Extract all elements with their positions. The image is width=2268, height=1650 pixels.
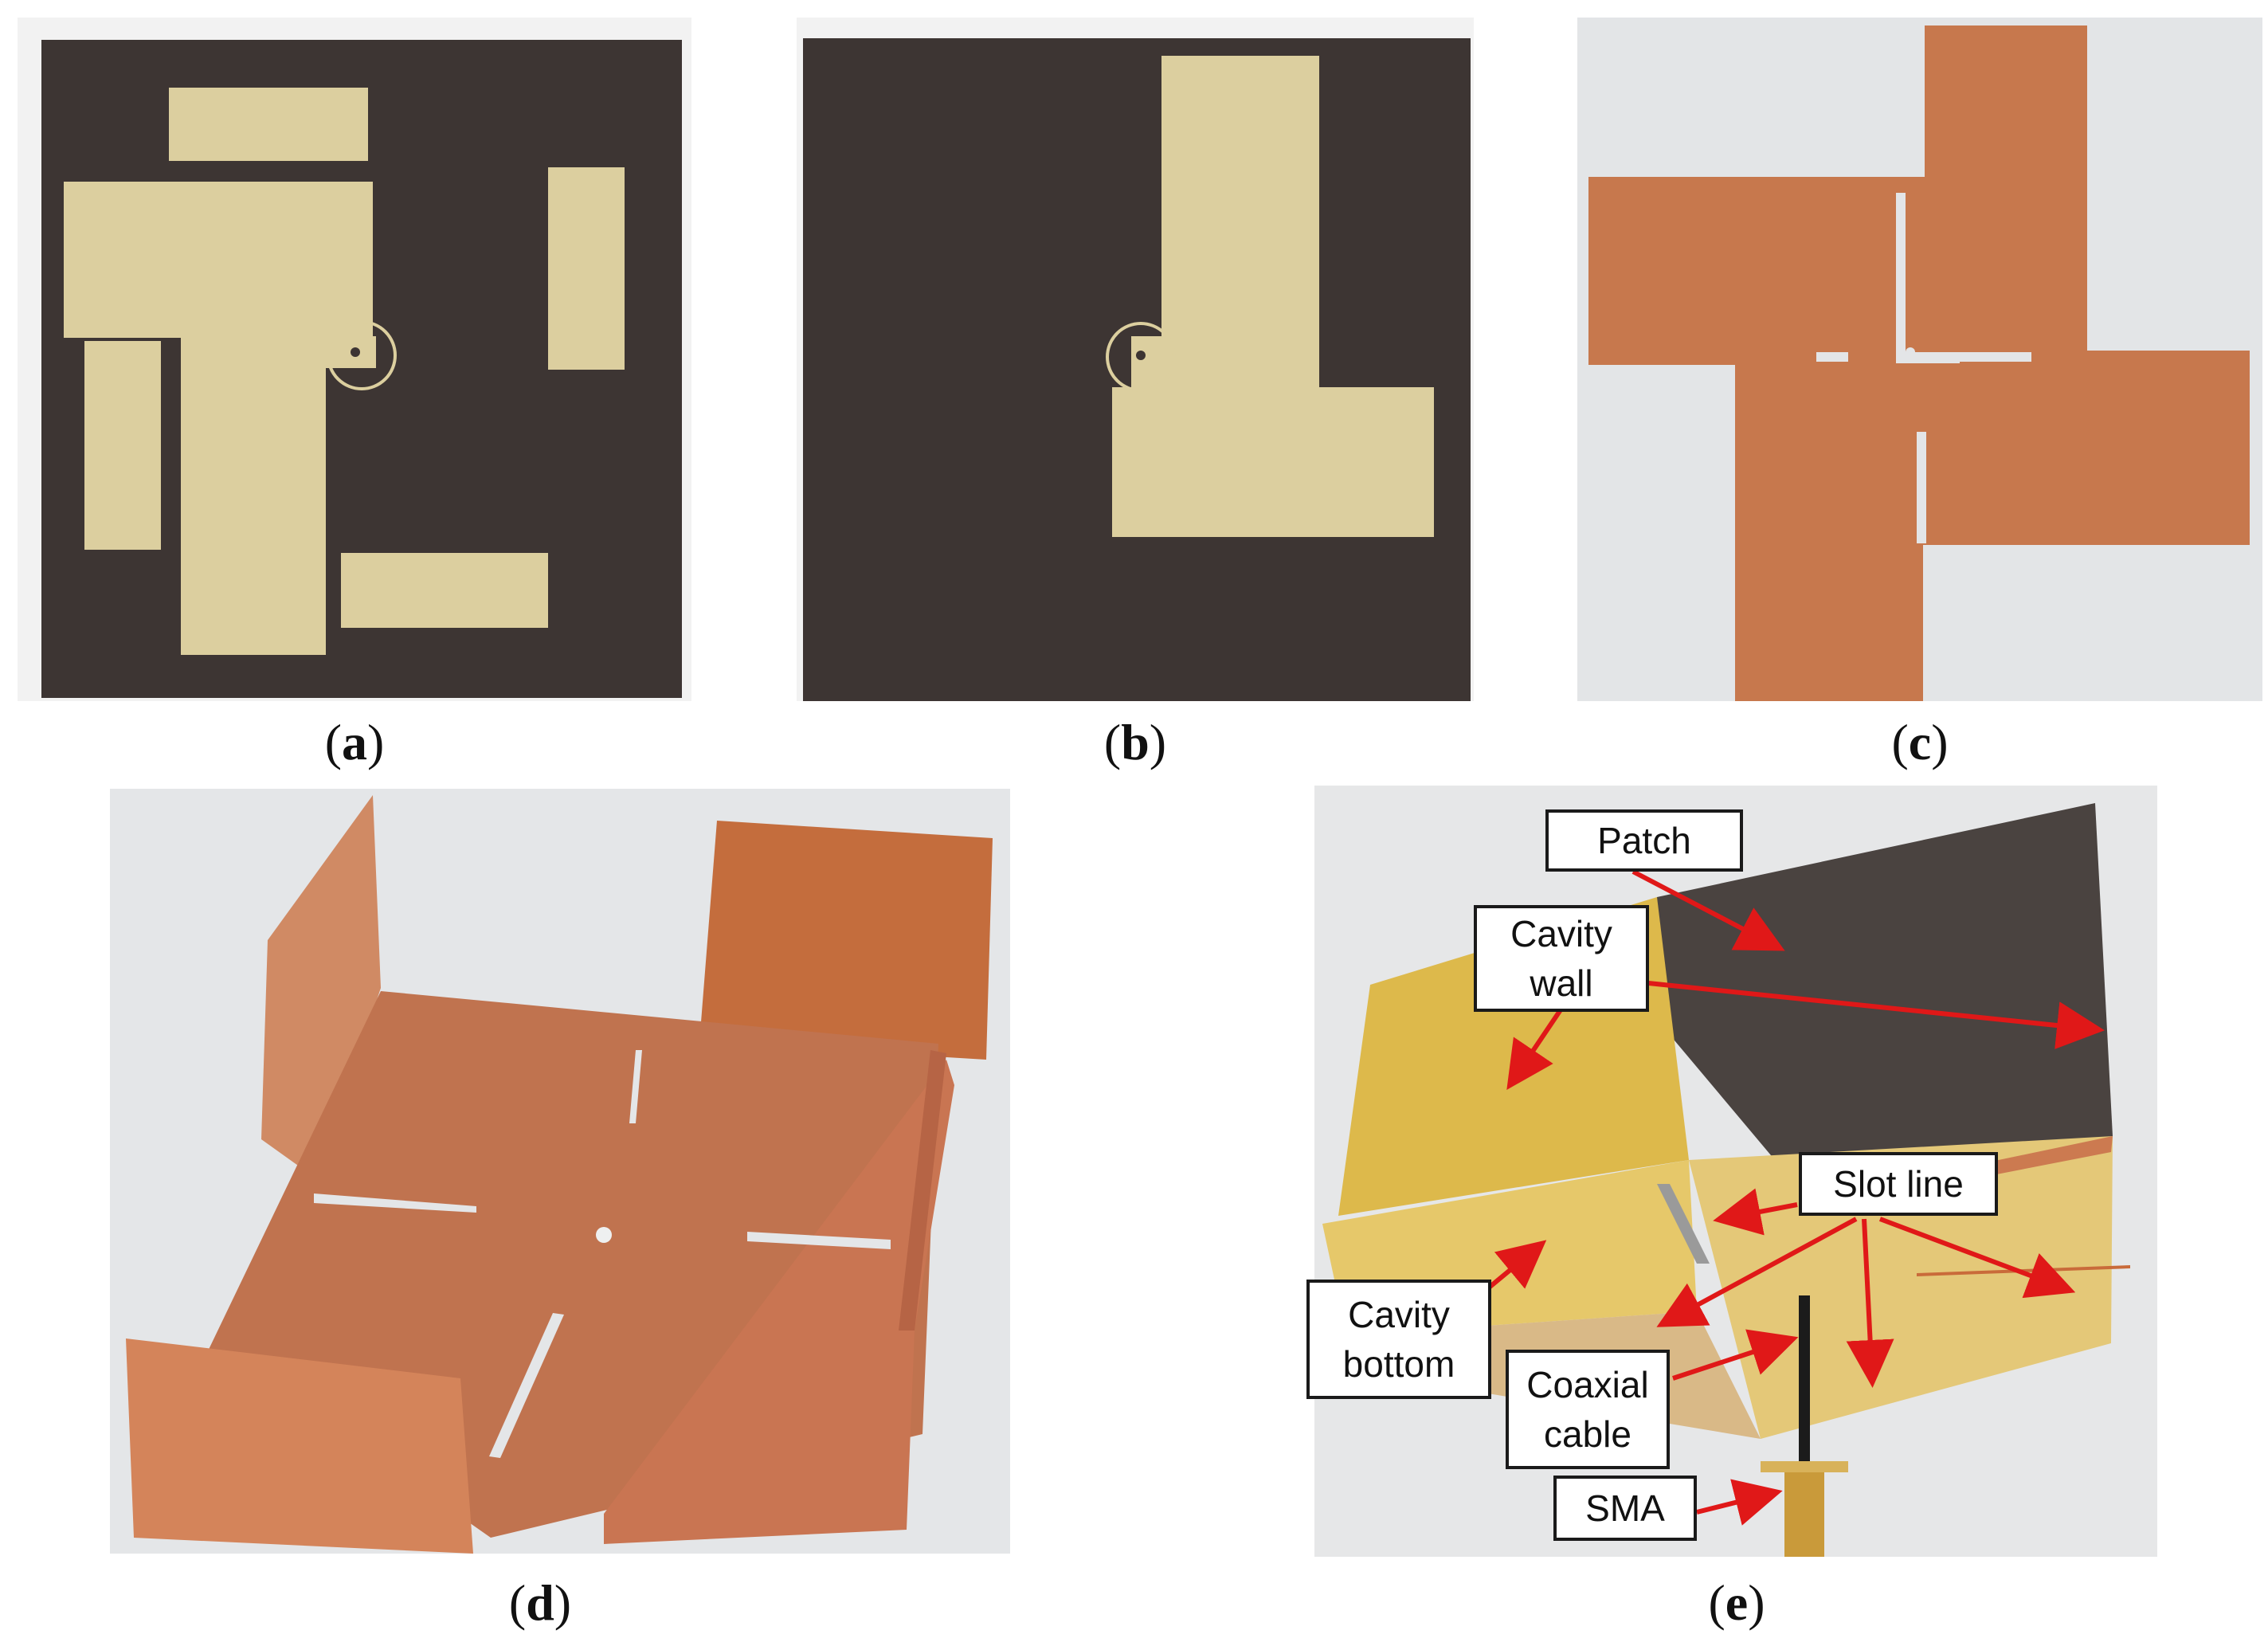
pcb-board-a xyxy=(41,40,682,698)
label-patch: Patch xyxy=(1545,809,1743,872)
photo-panel-b xyxy=(797,18,1474,701)
gold-patch xyxy=(1112,387,1434,537)
pcb-board-b xyxy=(803,38,1471,701)
gold-patch xyxy=(181,336,326,655)
label-coaxial-cable: Coaxial cable xyxy=(1506,1350,1670,1469)
gold-patch xyxy=(64,182,373,338)
photo-panel-e xyxy=(1314,786,2157,1557)
caption-d: (d) xyxy=(508,1574,572,1631)
photo-panel-c xyxy=(1577,18,2262,701)
caption-b: (b) xyxy=(1103,714,1167,770)
label-cavity-wall: Cavity wall xyxy=(1474,905,1649,1012)
gold-patch xyxy=(169,88,368,161)
caption-e: (e) xyxy=(1708,1574,1765,1631)
gold-patch xyxy=(1161,56,1319,390)
copper-cavity-d xyxy=(126,795,993,1554)
caption-a: (a) xyxy=(324,714,385,770)
label-sma: SMA xyxy=(1553,1476,1697,1541)
gold-patch xyxy=(548,167,625,370)
gold-patch xyxy=(84,341,161,550)
gold-patch xyxy=(341,553,548,628)
label-slot-line: Slot line xyxy=(1799,1152,1998,1216)
copper-net-c xyxy=(1588,25,2250,701)
label-cavity-bottom: Cavity bottom xyxy=(1306,1280,1491,1399)
caption-c: (c) xyxy=(1891,714,1949,770)
assembled-antenna-e xyxy=(1322,803,2130,1557)
photo-panel-a xyxy=(18,18,691,701)
photo-panel-d xyxy=(110,789,1010,1554)
